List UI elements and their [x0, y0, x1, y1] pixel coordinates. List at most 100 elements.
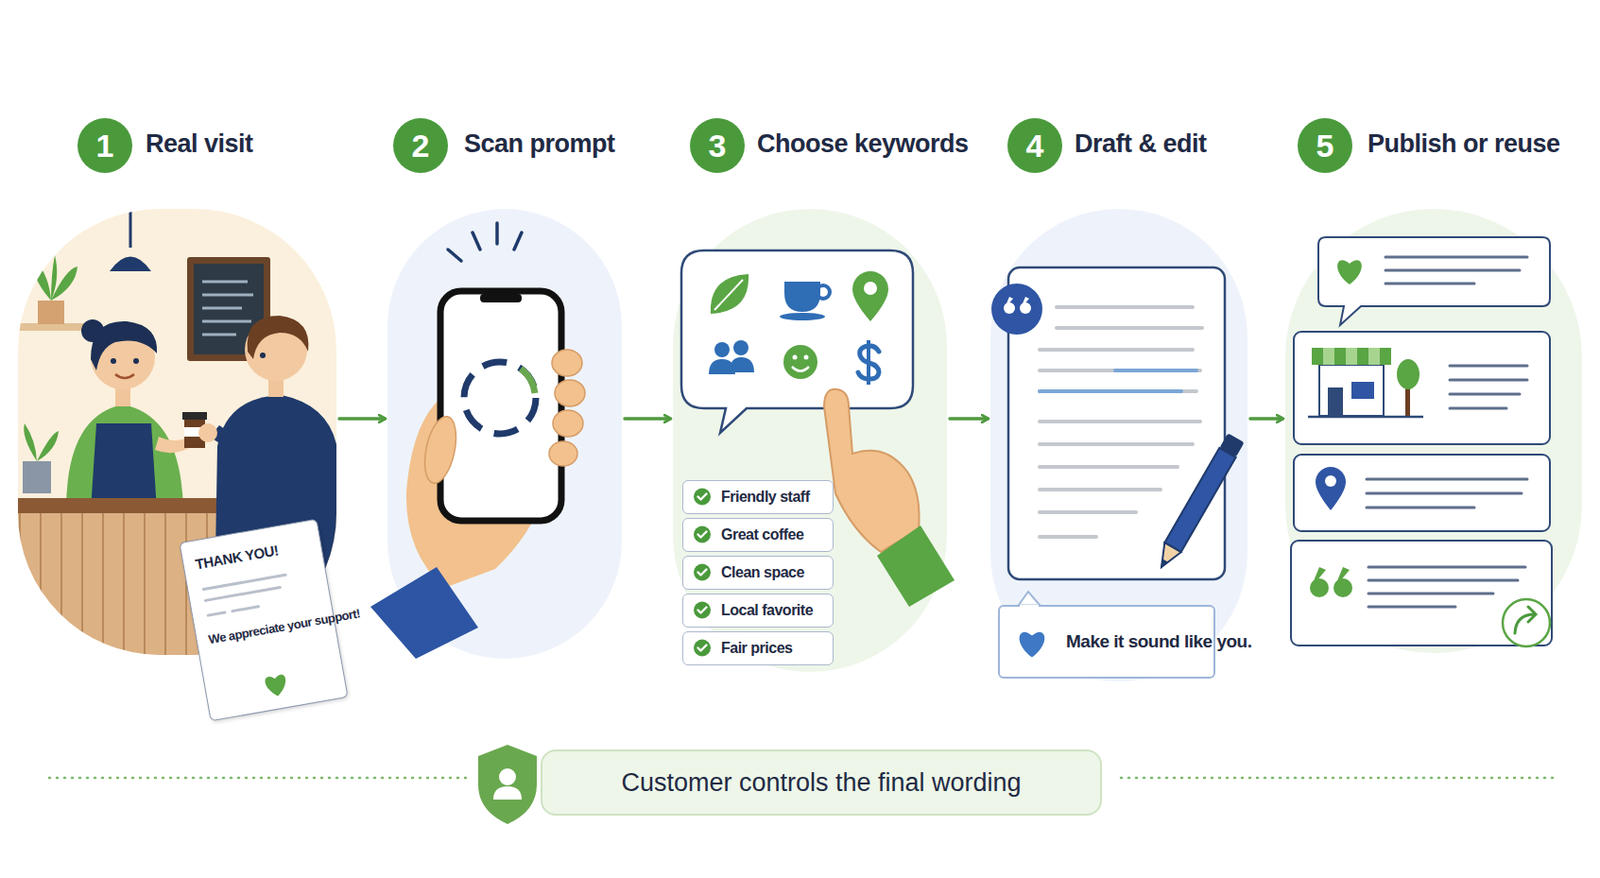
card-decoration	[232, 606, 259, 612]
publish-cards	[1311, 347, 1392, 365]
step-number-text: 3	[708, 129, 727, 162]
cafe-scene	[22, 461, 52, 494]
panel-ground	[1285, 208, 1583, 654]
footer-band: Customer controls the final wording	[540, 749, 1102, 816]
publish-cards	[1307, 415, 1424, 419]
publish-cards	[1514, 606, 1536, 634]
cafe-scene	[202, 333, 237, 337]
keyword-bubble	[804, 355, 809, 361]
flow-arrow	[949, 416, 988, 421]
check-icon	[683, 518, 722, 553]
keyword-label: Clean space	[721, 563, 805, 582]
publish-cards	[1368, 566, 1526, 569]
draft-document	[1157, 558, 1169, 570]
phone-scan	[472, 232, 481, 250]
cafe-scene	[247, 315, 310, 360]
cafe-scene	[110, 358, 117, 364]
keyword-chip: Clean space	[682, 555, 834, 590]
publish-cards	[1449, 365, 1528, 409]
bubble-decoration	[1019, 604, 1039, 608]
cafe-scene	[202, 280, 248, 284]
check-icon	[698, 532, 707, 538]
step-panel: Draft & editMake it sound like you.	[990, 208, 1248, 682]
keyword-bubble	[784, 281, 821, 312]
publish-cards	[1318, 237, 1550, 326]
check-icon	[698, 645, 707, 652]
keyword-chip: Friendly staff	[682, 480, 834, 515]
tip-text: Make it sound like you.	[1066, 630, 1199, 654]
check-icon	[698, 569, 707, 576]
draft-document	[1039, 510, 1136, 515]
keyword-bubble	[708, 357, 755, 375]
publish-cards	[1290, 237, 1552, 647]
publish-cards	[1368, 347, 1380, 365]
step-panel: Publish or reuse	[1285, 208, 1583, 654]
footer-text: Customer controls the final wording	[620, 768, 1021, 798]
publish-cards	[1366, 479, 1528, 508]
publish-cards	[1396, 359, 1420, 390]
keyword-label: Great coffee	[721, 525, 804, 544]
panel-ground	[672, 208, 947, 672]
card-decoration	[207, 612, 225, 616]
draft-document	[991, 283, 1043, 335]
bubble-decoration	[1019, 632, 1046, 658]
publish-cards	[1449, 378, 1528, 382]
check-icon	[693, 564, 711, 582]
check-icon	[683, 556, 722, 591]
step-number: 1	[77, 118, 133, 173]
draft-document	[1115, 368, 1197, 373]
shield-icon	[498, 768, 517, 786]
phone-scan	[480, 293, 522, 303]
publish-cards	[1366, 506, 1475, 510]
cafe-scene	[37, 300, 65, 325]
phone-scan	[370, 223, 585, 659]
draft-document	[1039, 389, 1197, 394]
draft-document	[1039, 347, 1193, 352]
publish-cards	[1368, 579, 1518, 583]
step-title: Real visit	[145, 128, 254, 159]
keyword-bubble	[866, 340, 871, 385]
panel-ground	[990, 208, 1248, 682]
keyword-label: Friendly staff	[721, 487, 809, 506]
publish-cards	[1368, 592, 1494, 596]
phone-scan	[551, 349, 583, 377]
draft-document	[1039, 370, 1197, 392]
step-panel: Real visitTHANK YOU!We appreciate your s…	[17, 208, 337, 655]
check-icon	[693, 602, 711, 620]
step-number-text: 5	[1316, 129, 1335, 162]
publish-cards	[1368, 605, 1456, 609]
publish-cards	[1309, 578, 1329, 598]
thank-you-card: THANK YOU!We appreciate your support!	[178, 518, 348, 723]
publish-cards	[1293, 331, 1550, 445]
cafe-scene	[259, 352, 266, 359]
draft-document	[1019, 302, 1032, 314]
cafe-scene	[34, 255, 78, 301]
keyword-label: Fair prices	[721, 638, 792, 657]
phone-scan	[370, 567, 479, 659]
publish-cards	[1311, 347, 1392, 365]
publish-cards	[1327, 387, 1343, 416]
keyword-bubble	[792, 355, 798, 361]
publish-cards	[1310, 567, 1326, 588]
step-number: 2	[393, 118, 448, 173]
keyword-bubble	[710, 274, 749, 314]
publish-cards	[1334, 567, 1350, 588]
tip-bubble: Make it sound like you.	[997, 604, 1216, 679]
keyword-bubble	[863, 281, 878, 295]
phone-scan	[419, 413, 462, 487]
keyword-label: Local favorite	[721, 601, 813, 620]
draft-document	[1020, 296, 1030, 309]
draft-document	[1152, 432, 1244, 574]
keyword-bubble	[714, 279, 743, 310]
draft-document	[1004, 296, 1014, 309]
cafe-scene	[202, 281, 254, 335]
draft-document	[1039, 307, 1203, 537]
publish-cards	[1333, 578, 1353, 598]
publish-cards	[1449, 364, 1528, 368]
shield-icon	[478, 744, 537, 825]
cafe-scene	[129, 208, 133, 248]
shield-icon	[493, 786, 522, 800]
keyword-chip: Local favorite	[682, 593, 834, 628]
draft-document	[1164, 447, 1236, 552]
